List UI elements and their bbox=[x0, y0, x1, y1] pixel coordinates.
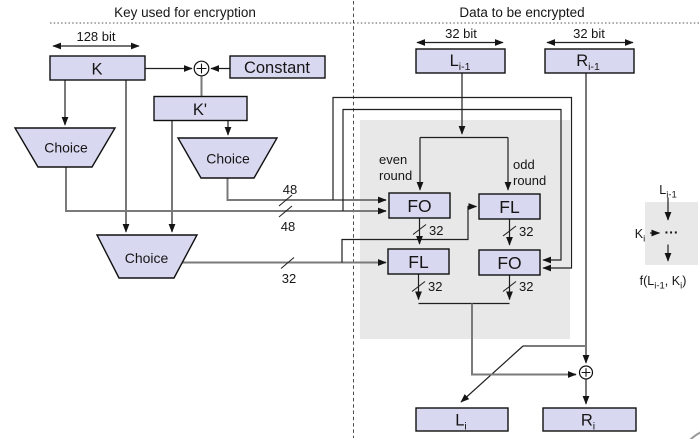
l-width-label: 32 bit bbox=[445, 26, 477, 41]
fl-box-odd bbox=[478, 193, 541, 220]
even-round-label-line2: round bbox=[379, 168, 412, 183]
wire-48-wrap-outer bbox=[332, 96, 573, 272]
fl-box-even-label: FL bbox=[408, 252, 429, 272]
l-input-label: Li-1 bbox=[450, 52, 471, 73]
odd-round-label-line1: odd bbox=[513, 157, 535, 172]
r-width-label: 32 bit bbox=[573, 26, 605, 41]
fo-box-even-label: FO bbox=[407, 196, 431, 216]
data-section-title: Data to be encrypted bbox=[459, 5, 584, 20]
l-output-label: Li bbox=[455, 412, 467, 433]
k-box bbox=[49, 55, 146, 81]
legend-output-label: f(Li-1, Ki) bbox=[640, 274, 687, 292]
legend-function-dots: ··· bbox=[665, 224, 679, 240]
constant-box-label: Constant bbox=[244, 59, 310, 77]
slash-32-fl-odd bbox=[502, 225, 517, 237]
fl-box-even bbox=[387, 248, 450, 275]
legend-input-label: Li-1 bbox=[659, 183, 677, 201]
slash-32-key bbox=[280, 257, 295, 269]
key-width-label: 128 bit bbox=[76, 29, 115, 44]
odd-round-label-line2: round bbox=[513, 173, 546, 188]
choice-middle-label: Choice bbox=[206, 151, 250, 167]
k-prime-box bbox=[153, 95, 248, 122]
bus-48-lower bbox=[65, 167, 387, 215]
fl-box-odd-label: FL bbox=[499, 197, 520, 217]
r-input-box bbox=[544, 48, 635, 74]
page-corner-curl bbox=[689, 431, 700, 439]
slash-48-lower bbox=[278, 205, 293, 218]
slash-32-fl-even bbox=[411, 281, 426, 292]
l-output-box bbox=[415, 407, 509, 432]
r-output-box bbox=[542, 407, 637, 432]
fo-box-odd-label: FO bbox=[497, 253, 521, 273]
fo-box-even bbox=[388, 192, 451, 219]
label-48-lower: 48 bbox=[281, 219, 295, 234]
label-32-fo-even: 32 bbox=[429, 223, 443, 238]
wire-f-output-to-xor bbox=[471, 303, 577, 378]
choice-funnel-left bbox=[13, 127, 117, 168]
r-output-label: Ri bbox=[581, 412, 595, 433]
fo-box-odd bbox=[478, 249, 541, 276]
constant-box bbox=[229, 55, 326, 79]
choice-left-label: Choice bbox=[44, 140, 88, 156]
label-32-key: 32 bbox=[282, 271, 296, 286]
label-32-fl-odd: 32 bbox=[519, 224, 533, 239]
wire-48-wrap-inner bbox=[342, 108, 562, 264]
r-input-label: Ri-1 bbox=[576, 52, 600, 73]
l-input-box bbox=[415, 48, 506, 74]
choice-funnel-bottom bbox=[95, 234, 199, 279]
slash-32-fo-odd bbox=[502, 281, 517, 292]
choice-funnel-middle bbox=[176, 137, 279, 179]
xor-key-constant-plus-icon bbox=[196, 63, 207, 74]
legend-key-label: Ki bbox=[635, 227, 645, 245]
k-prime-box-label: K' bbox=[193, 101, 207, 119]
label-48-upper: 48 bbox=[283, 182, 297, 197]
label-32-fo-odd: 32 bbox=[519, 279, 533, 294]
k-box-label: K bbox=[91, 61, 102, 79]
round-function-shaded-area bbox=[360, 120, 570, 339]
slash-48-upper bbox=[278, 194, 293, 207]
slash-32-fo-even bbox=[412, 224, 427, 235]
key-section-title: Key used for encryption bbox=[114, 5, 256, 20]
choice-bottom-label: Choice bbox=[125, 250, 169, 266]
xor-round-output-plus-icon bbox=[581, 368, 591, 377]
label-32-fl-even: 32 bbox=[428, 279, 442, 294]
even-round-label-line1: even bbox=[379, 152, 407, 167]
wire-32-wrap bbox=[341, 203, 478, 263]
